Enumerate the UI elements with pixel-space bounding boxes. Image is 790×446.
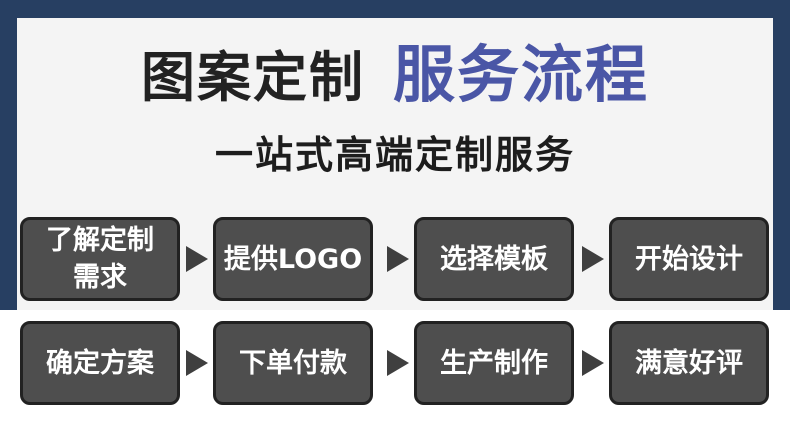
step-order-payment: 下单付款 [213, 321, 373, 405]
step-start-design: 开始设计 [609, 217, 769, 301]
arrow-right-icon [582, 246, 604, 272]
arrow-right-icon [186, 350, 208, 376]
step-label: 了解定制需求 [46, 225, 154, 293]
title-part-2: 服务流程 [392, 38, 649, 111]
step-label: 满意好评 [635, 347, 743, 379]
step-label: 开始设计 [635, 243, 743, 275]
arrow-right-icon [387, 350, 409, 376]
page-subtitle: 一站式高端定制服务 [214, 133, 575, 177]
step-label: 提供LOGO [223, 243, 363, 275]
step-satisfied-review: 满意好评 [609, 321, 769, 405]
arrow-right-icon [186, 246, 208, 272]
step-label: 确定方案 [46, 347, 154, 379]
step-confirm-plan: 确定方案 [20, 321, 180, 405]
step-provide-logo: 提供LOGO [213, 217, 373, 301]
step-label: 下单付款 [239, 347, 347, 379]
step-label: 生产制作 [440, 347, 548, 379]
title-part-1: 图案定制 [140, 46, 365, 109]
step-choose-template: 选择模板 [414, 217, 574, 301]
step-label: 选择模板 [440, 243, 548, 275]
step-production: 生产制作 [414, 321, 574, 405]
arrow-right-icon [387, 246, 409, 272]
arrow-right-icon [582, 350, 604, 376]
page-title: 图案定制服务流程 [0, 44, 790, 106]
step-understand-needs: 了解定制需求 [20, 217, 180, 301]
